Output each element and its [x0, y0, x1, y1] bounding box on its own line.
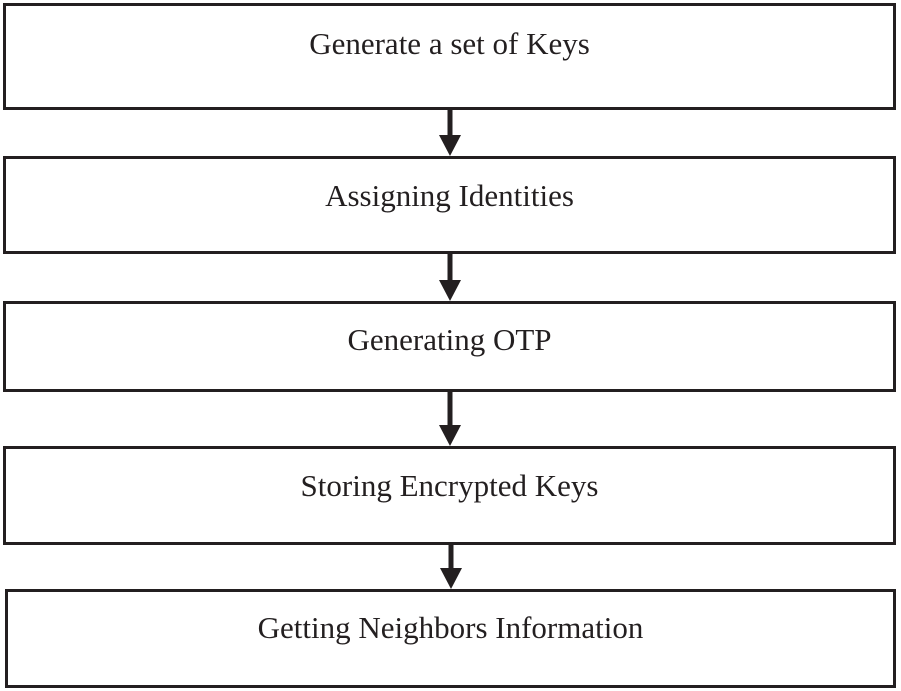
arrow-1-to-2 — [439, 110, 461, 156]
step-box-getting-neighbors-information: Getting Neighbors Information — [5, 589, 896, 688]
step-label: Storing Encrypted Keys — [300, 468, 599, 503]
step-label: Generate a set of Keys — [309, 26, 590, 61]
arrow-3-to-4 — [439, 392, 461, 446]
arrow-2-to-3 — [439, 254, 461, 301]
step-box-assigning-identities: Assigning Identities — [3, 156, 896, 254]
step-label: Getting Neighbors Information — [257, 610, 644, 645]
step-box-generating-otp: Generating OTP — [3, 301, 896, 392]
step-box-generate-keys: Generate a set of Keys — [3, 3, 896, 110]
arrow-4-to-5 — [440, 545, 462, 589]
step-box-storing-encrypted-keys: Storing Encrypted Keys — [3, 446, 896, 545]
step-label: Generating OTP — [347, 322, 552, 357]
step-label: Assigning Identities — [325, 178, 574, 213]
